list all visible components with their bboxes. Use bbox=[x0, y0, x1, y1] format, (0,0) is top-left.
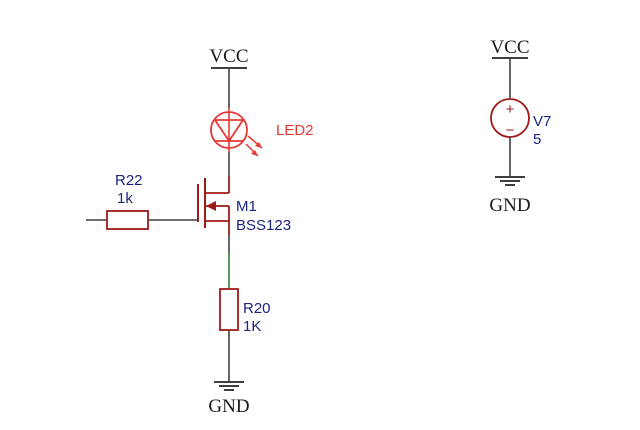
led2-label: LED2 bbox=[276, 122, 314, 139]
vcc-main-label: VCC bbox=[209, 46, 248, 67]
gnd-main-label: GND bbox=[208, 396, 249, 417]
vcc-supply-label: VCC bbox=[490, 37, 529, 58]
v7-ref-label: V7 bbox=[533, 113, 551, 130]
vcc-supply-symbol: VCC bbox=[490, 37, 530, 98]
m1-mosfet[interactable]: M1 BSS123 bbox=[197, 176, 291, 235]
led2-diode[interactable]: LED2 bbox=[210, 108, 314, 157]
m1-value-label: BSS123 bbox=[236, 217, 291, 234]
r20-ref-label: R20 bbox=[243, 300, 271, 317]
gnd-supply-label: GND bbox=[489, 195, 530, 216]
gnd-supply-symbol: GND bbox=[489, 176, 531, 216]
r22-resistor[interactable]: R22 1k bbox=[86, 172, 198, 230]
r22-ref-label: R22 bbox=[115, 172, 143, 189]
mosfet-arrow-icon bbox=[206, 201, 216, 211]
m1-ref-label: M1 bbox=[236, 198, 257, 215]
r20-value-label: 1K bbox=[243, 318, 261, 335]
v7-voltage-source[interactable]: + − V7 5 bbox=[490, 98, 551, 148]
vcc-main-symbol: VCC bbox=[209, 46, 249, 108]
led-emission-arrows-icon bbox=[245, 135, 263, 157]
minus-sign-icon: − bbox=[506, 122, 515, 139]
gnd-main-symbol: GND bbox=[208, 381, 250, 417]
r22-value-label: 1k bbox=[117, 190, 133, 207]
plus-sign-icon: + bbox=[506, 101, 515, 118]
r20-resistor[interactable]: R20 1K bbox=[219, 288, 271, 335]
v7-value-label: 5 bbox=[533, 131, 541, 148]
